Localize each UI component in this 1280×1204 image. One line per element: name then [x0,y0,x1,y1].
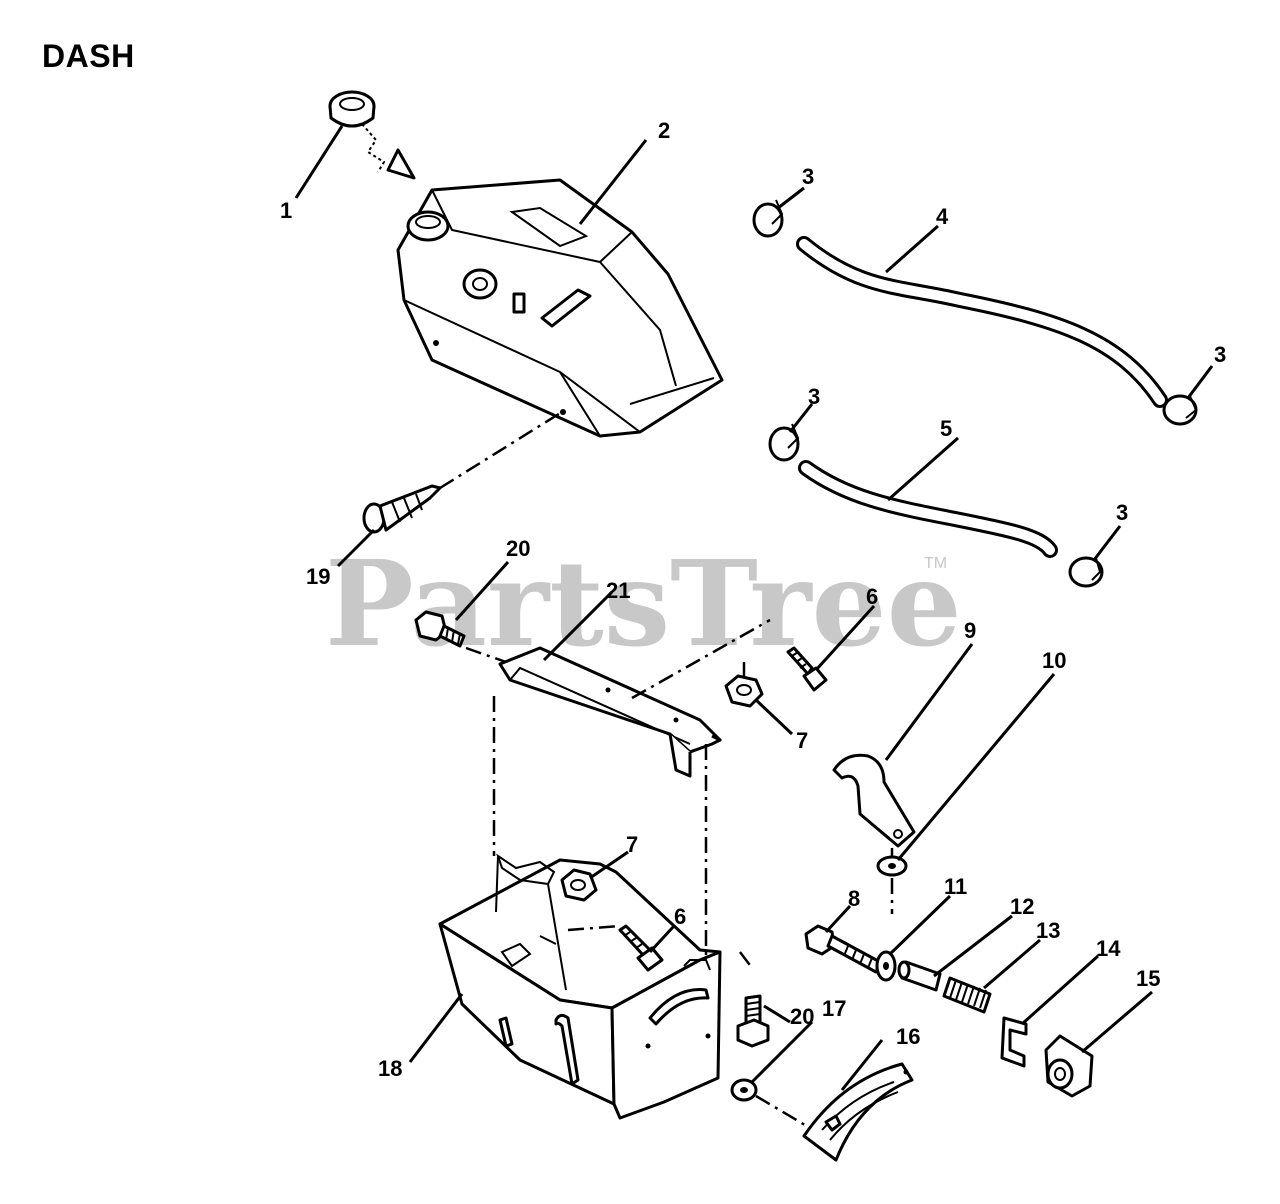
callout-16: 16 [896,1024,920,1049]
part-fuel-line-clip[interactable] [832,753,916,868]
callout-10: 10 [1042,648,1066,673]
callout-20a: 20 [506,536,530,561]
part-spring[interactable] [942,976,992,1014]
part-hose-clamp-a[interactable] [752,199,784,238]
callout-17: 17 [822,996,846,1021]
callout-20b: 20 [790,1004,814,1029]
callout-7a: 7 [796,728,808,753]
watermark-trademark: TM [924,555,947,572]
callout-3b: 3 [1214,342,1226,367]
callout-15: 15 [1136,966,1160,991]
part-hose-clamp-d[interactable] [1068,556,1104,588]
callout-8: 8 [848,886,860,911]
callout-1: 1 [280,198,292,223]
callout-19: 19 [306,564,330,589]
part-screw-lower[interactable] [567,924,664,972]
part-washer-17[interactable] [730,1078,811,1130]
callout-18: 18 [378,1056,402,1081]
part-bolt-upper[interactable] [414,610,507,664]
callout-5: 5 [940,416,952,441]
part-shift-plate[interactable] [802,1062,914,1162]
callout-6b: 6 [674,904,686,929]
callout-3d: 3 [1116,500,1128,525]
callout-2: 2 [658,118,670,143]
callout-13: 13 [1036,918,1060,943]
part-push-rivet[interactable] [362,410,563,534]
leader-lines [294,125,1214,1091]
callout-14: 14 [1096,936,1121,961]
callout-12: 12 [1010,894,1034,919]
part-fuel-cap[interactable] [328,90,416,180]
part-hex-nut-upper[interactable] [724,662,764,708]
callout-21: 21 [606,578,630,603]
part-washer-10[interactable] [876,855,908,914]
part-screw-upper[interactable] [786,646,828,692]
callout-6a: 6 [866,584,878,609]
part-hose-clamp-b[interactable] [1162,394,1198,426]
callout-11: 11 [944,874,967,899]
part-washer-11[interactable] [875,950,897,982]
part-bolt-lower[interactable] [736,994,770,1048]
part-fuel-line-long[interactable] [796,236,1168,408]
callout-7b: 7 [626,832,638,857]
part-spacer[interactable] [897,960,942,992]
part-fuel-line-short[interactable] [798,460,1058,558]
callout-3a: 3 [802,164,814,189]
watermark: PartsTree [325,534,962,673]
callout-4: 4 [936,204,949,229]
part-hose-clamp-c[interactable] [768,423,800,462]
callout-labels: 1 2 3 4 3 3 5 3 19 20 21 6 9 10 7 7 8 6 … [280,118,1226,1081]
part-shoulder-bolt[interactable] [804,924,882,974]
part-dash-panel[interactable] [438,696,753,1120]
part-knob-housing[interactable] [1044,1034,1094,1098]
part-hex-nut-lower[interactable] [560,868,598,902]
part-dash-fuel-tank[interactable] [396,178,724,438]
callout-3c: 3 [808,384,820,409]
part-spring-clip[interactable] [1000,1016,1028,1068]
diagram-title: DASH [42,38,135,74]
callout-9: 9 [964,618,976,643]
